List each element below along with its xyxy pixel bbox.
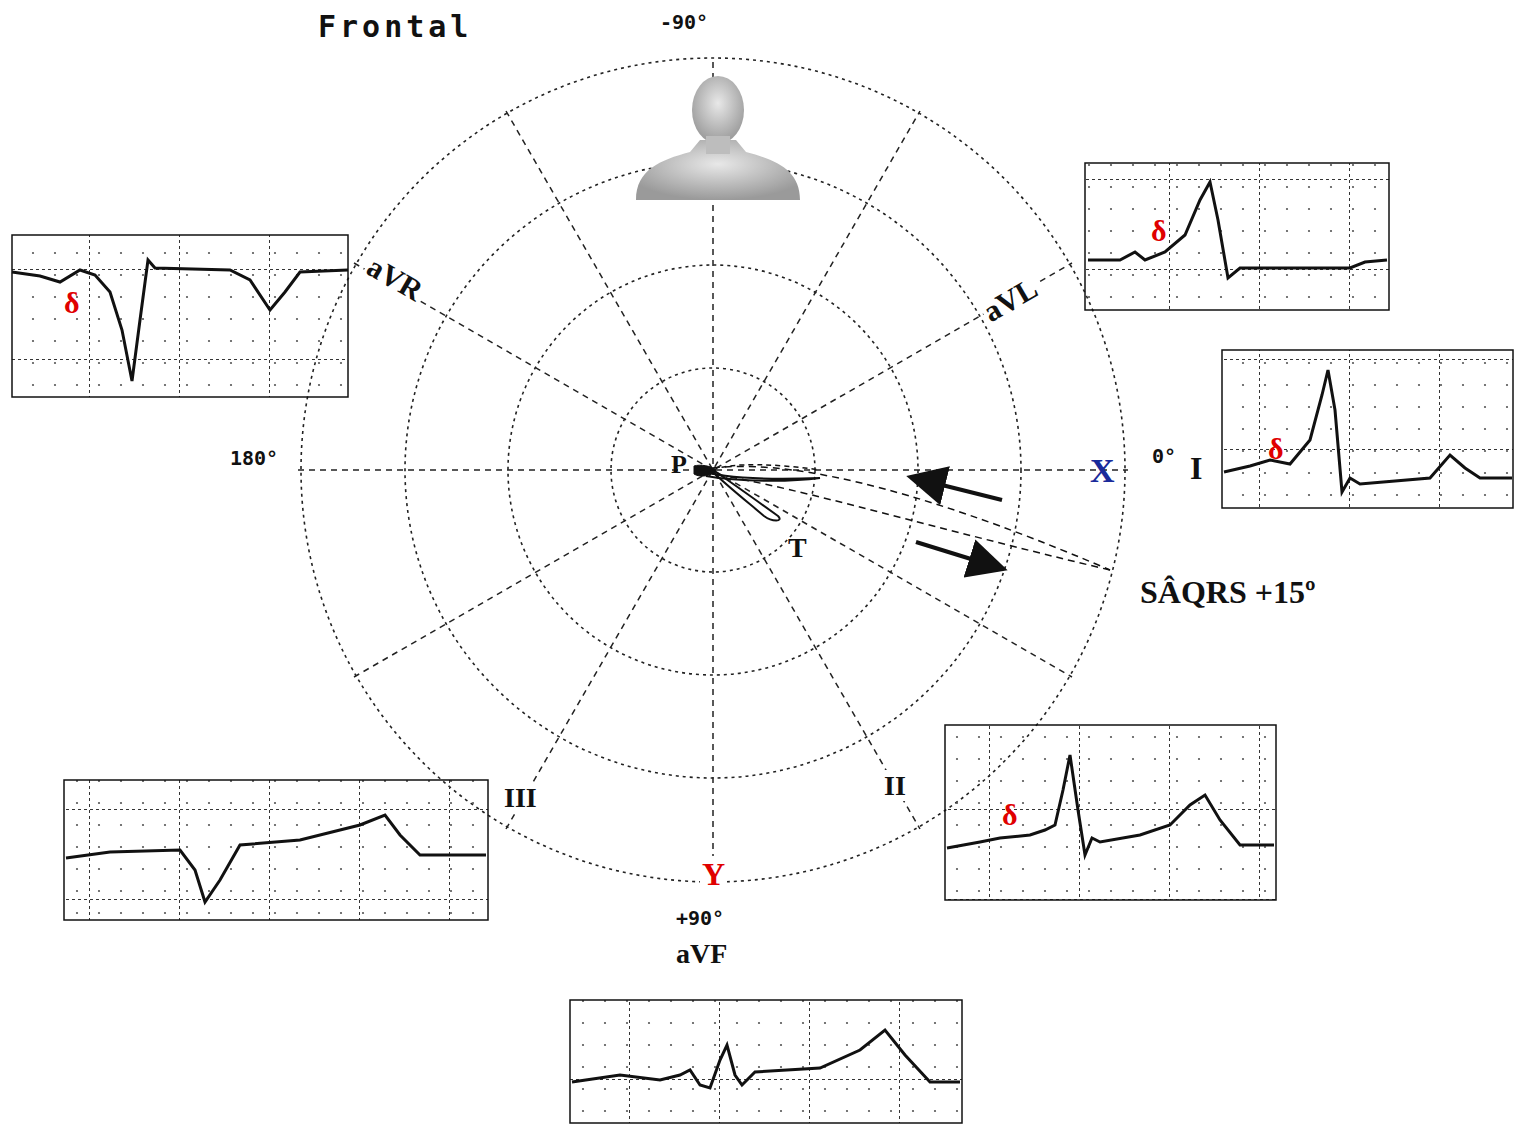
delta-wave: δ bbox=[1268, 432, 1284, 465]
lead-name-holder: III bbox=[502, 784, 539, 812]
diagram-title-holder: Frontal bbox=[318, 12, 472, 42]
lead-name: aVF bbox=[676, 938, 727, 969]
axis-label-holder: X bbox=[1090, 454, 1115, 488]
angle-label-holder: +90° bbox=[676, 908, 724, 928]
lead-name-holder: aVR bbox=[361, 250, 430, 307]
delta-wave: δ bbox=[64, 286, 80, 319]
direction-arrow bbox=[914, 478, 1002, 500]
loop-label-holder: T bbox=[788, 534, 807, 562]
lead-name: I bbox=[1190, 450, 1202, 486]
axis-label: X bbox=[1090, 452, 1115, 489]
delta-wave-holder: δ bbox=[1002, 800, 1018, 830]
lead-name-holder: I bbox=[1190, 452, 1202, 484]
lead-name: II bbox=[882, 770, 908, 801]
loop-label: P bbox=[671, 450, 687, 479]
lead-name: aVL bbox=[976, 270, 1045, 329]
axis-value: SÂQRS +15º bbox=[1140, 574, 1316, 610]
lead-name-holder: aVF bbox=[676, 940, 727, 968]
angle-label: -90° bbox=[660, 10, 708, 34]
delta-wave: δ bbox=[1151, 214, 1167, 247]
direction-arrow bbox=[916, 542, 1000, 568]
angle-label: 180° bbox=[230, 446, 278, 470]
lead-name-holder: aVL bbox=[977, 272, 1045, 328]
angle-label: 0° bbox=[1152, 444, 1176, 468]
loop-label: T bbox=[788, 532, 807, 563]
angle-label-holder: -90° bbox=[660, 12, 708, 32]
axis-label: Y bbox=[700, 856, 727, 892]
axis-label-holder: Y bbox=[700, 858, 727, 890]
lead-name: III bbox=[502, 782, 539, 813]
vector-loops bbox=[694, 465, 1110, 570]
axis-value-holder: SÂQRS +15º bbox=[1140, 576, 1316, 608]
loop-label-holder: P bbox=[671, 452, 687, 478]
lead-name: aVR bbox=[360, 248, 430, 308]
angle-label: +90° bbox=[676, 906, 724, 930]
delta-wave-holder: δ bbox=[1268, 434, 1284, 464]
lead-name-holder: II bbox=[882, 772, 908, 800]
delta-wave-holder: δ bbox=[1151, 216, 1167, 246]
person-figure bbox=[636, 76, 800, 200]
diagram-title: Frontal bbox=[318, 9, 472, 44]
delta-wave: δ bbox=[1002, 798, 1018, 831]
angle-label-holder: 180° bbox=[230, 448, 278, 468]
delta-wave-holder: δ bbox=[64, 288, 80, 318]
ecg-strips bbox=[12, 163, 1513, 1123]
angle-label-holder: 0° bbox=[1152, 446, 1176, 466]
